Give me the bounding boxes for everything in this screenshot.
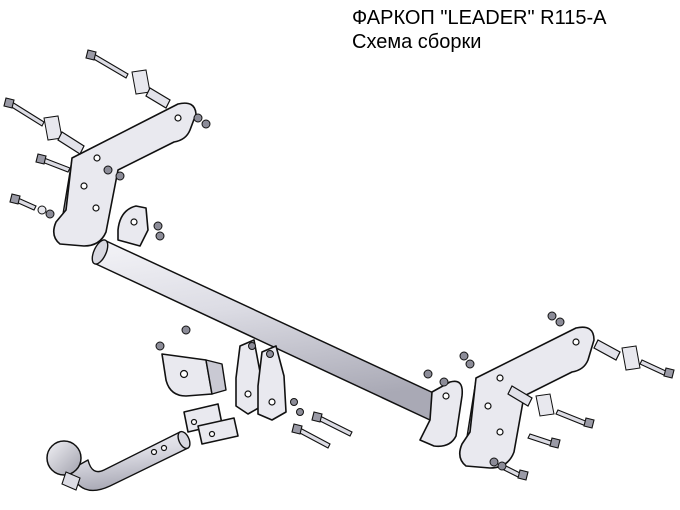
bolt-left-low [9, 193, 37, 211]
bolt-left-upper [3, 97, 45, 127]
right-mounting-bracket [458, 326, 595, 469]
square-washer-left-top [131, 69, 151, 95]
nut-hitch-d [296, 408, 304, 416]
washer-left-low-a [37, 205, 47, 215]
left-bracket-fasteners [3, 49, 211, 219]
left-tube-bracket [117, 205, 165, 247]
nut-left-bracket-d [115, 171, 125, 181]
ball-clamp-plates [183, 403, 239, 445]
nut-left-bracket-a [193, 113, 203, 123]
nut-right-upper-a [459, 351, 469, 361]
spacer-right-mid [507, 385, 533, 407]
diagram-title: ФАРКОП "LEADER" R115-A [352, 7, 607, 29]
nut-socket-holder-b [155, 341, 165, 351]
nut-left-bracket-b [201, 119, 211, 129]
nut-hitch-a [248, 342, 256, 350]
spacer-right-top [593, 339, 621, 361]
nut-socket-holder-a [181, 325, 191, 335]
hitch-socket-plates [235, 339, 304, 421]
tow-ball [46, 430, 191, 492]
nut-left-low [45, 209, 55, 219]
square-washer-right-top [621, 345, 641, 371]
right-tube-bracket [419, 369, 464, 448]
bolt-left-mid [35, 153, 71, 173]
nut-right-top-a [547, 311, 557, 321]
bolt-left-top [85, 49, 129, 79]
bolt-right-top [639, 359, 675, 379]
right-bracket-fasteners [459, 311, 675, 481]
left-mounting-bracket [52, 102, 197, 247]
bolt-right-mid [555, 409, 595, 429]
diagram-subtitle: Схема сборки [352, 31, 482, 53]
nut-left-tube-b [155, 231, 165, 241]
square-washer-right-mid [535, 393, 555, 417]
nut-left-bracket-c [103, 165, 113, 175]
nut-right-tube-a [423, 369, 433, 379]
bolt-right-low [527, 433, 561, 449]
title-block: ФАРКОП "LEADER" R115-A Схема сборки [352, 6, 606, 54]
nut-right-bottom-a [489, 457, 499, 467]
nut-left-tube-a [153, 221, 163, 231]
center-bolts [291, 411, 353, 449]
nut-right-bottom-b [497, 461, 507, 471]
socket-holder-bracket [155, 325, 227, 397]
nut-right-top-b [555, 317, 565, 327]
nut-hitch-c [290, 398, 298, 406]
nut-right-tube-b [439, 377, 449, 387]
bolt-right-bottom [503, 465, 529, 481]
nut-right-upper-b [465, 359, 475, 369]
spacer-left-upper [57, 131, 85, 155]
nut-hitch-b [266, 350, 274, 358]
spacer-left-top [145, 87, 171, 109]
